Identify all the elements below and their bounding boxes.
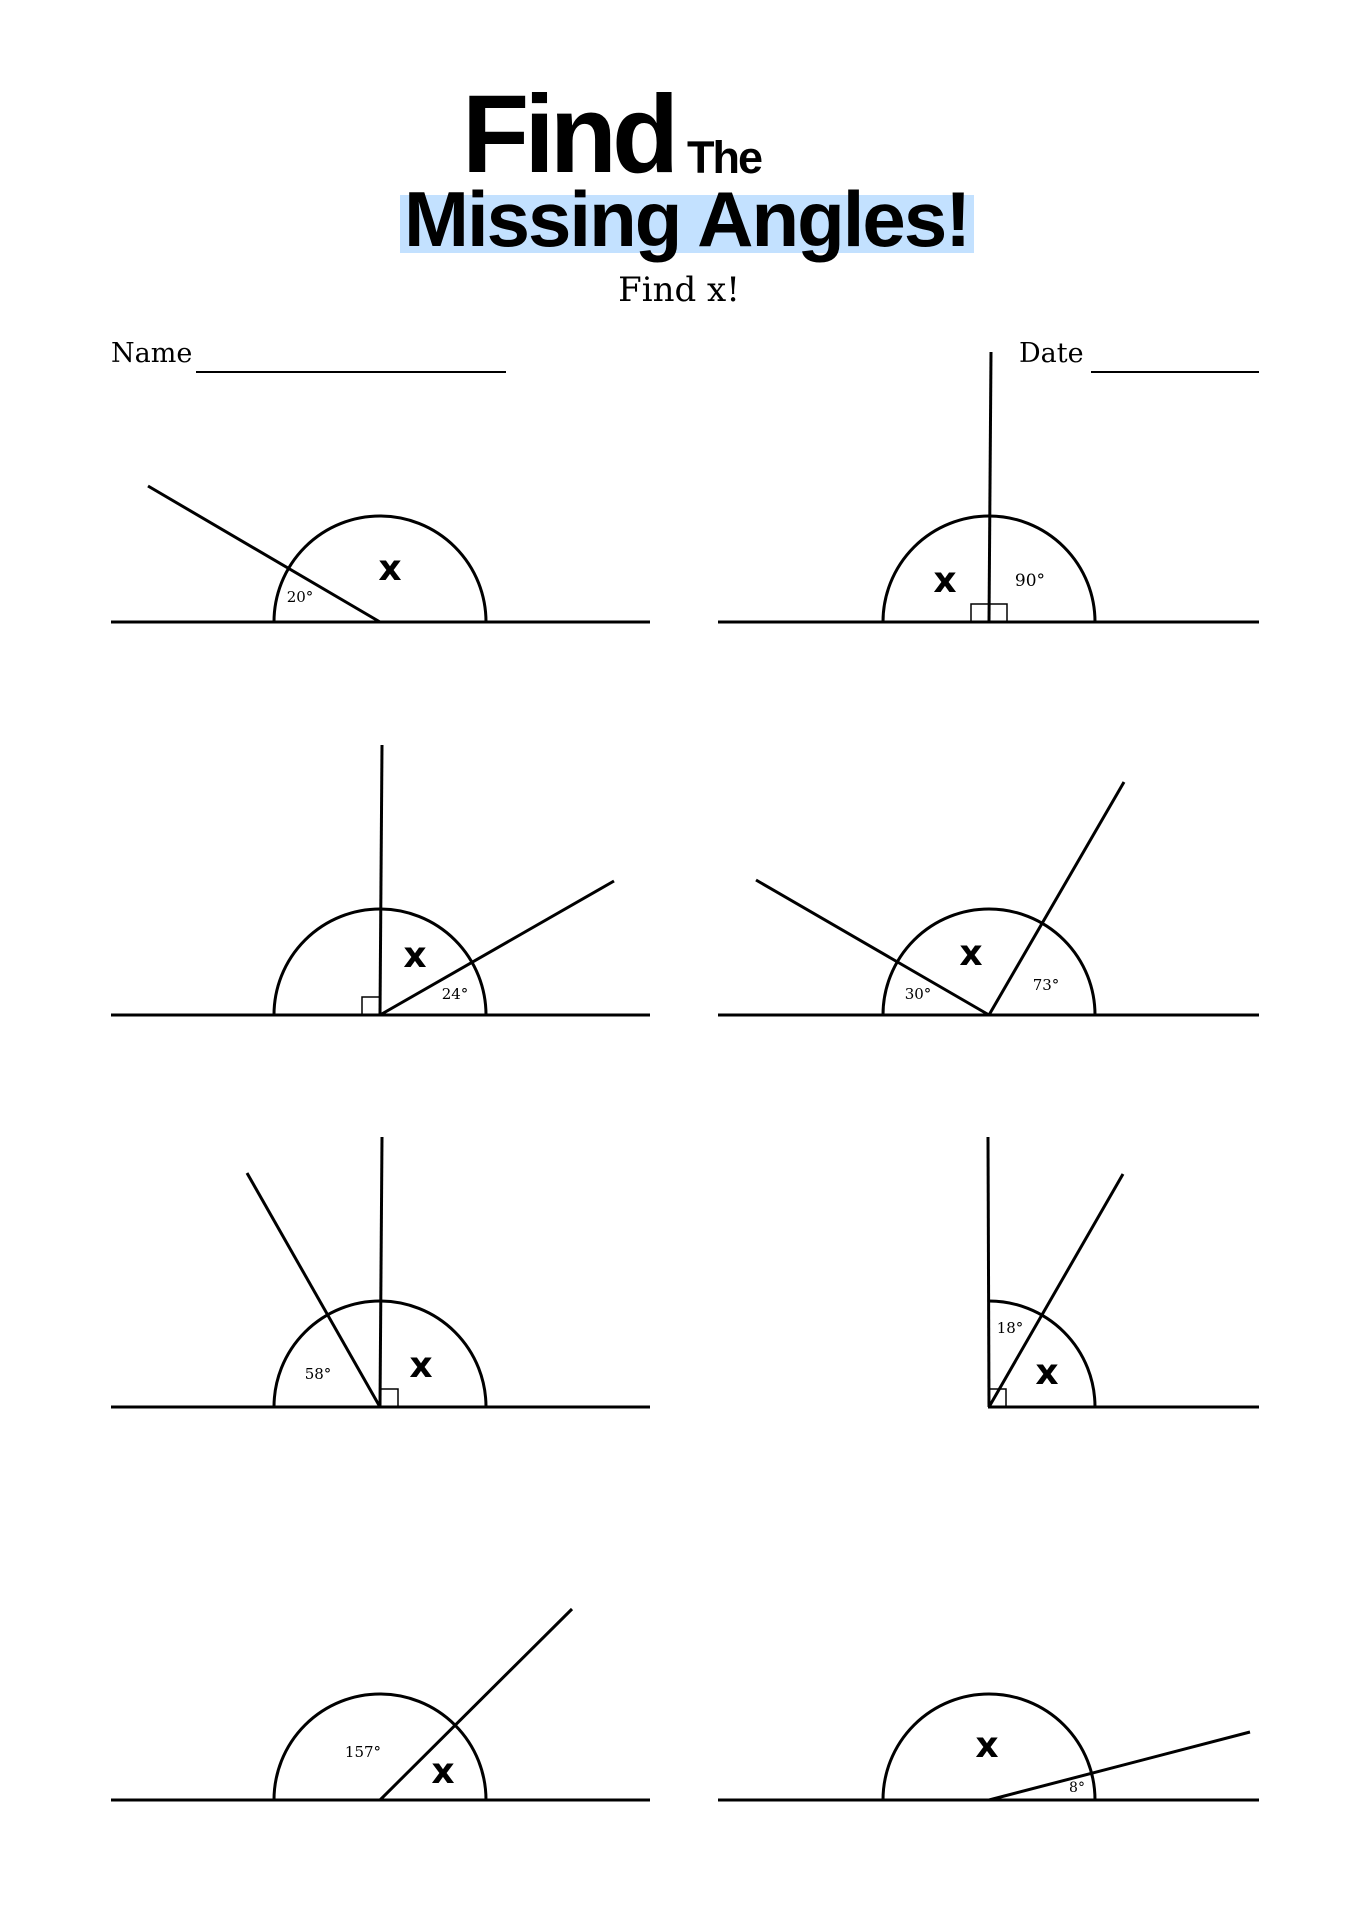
ray: [245, 1172, 382, 1408]
date-field[interactable]: [1091, 371, 1259, 373]
unknown-x-label: x: [409, 1345, 432, 1386]
right-angle-mark: [970, 603, 990, 623]
right-angle-mark: [361, 996, 381, 1016]
angle-label: 73°: [1033, 976, 1060, 994]
problem-4: 30° x 73°: [718, 781, 1259, 1017]
protractor-arc: [881, 907, 1097, 1016]
name-label: Name: [111, 338, 193, 369]
ray: [379, 879, 615, 1017]
title-find: Find: [462, 73, 679, 196]
ray: [147, 484, 381, 624]
problem-3: x 24°: [111, 744, 650, 1017]
unknown-x-label: x: [959, 933, 982, 974]
ray: [987, 1173, 1125, 1408]
problem-6: 18° x: [986, 1136, 1259, 1409]
problem-5: 58° x: [111, 1136, 650, 1409]
date-label: Date: [1019, 338, 1084, 369]
ray: [378, 1136, 384, 1408]
angle-label: 58°: [305, 1365, 332, 1383]
problem-2: x 90°: [718, 351, 1259, 624]
ray: [987, 351, 993, 623]
problem-8: x 8°: [718, 1692, 1259, 1802]
title-highlight: [400, 195, 974, 253]
problem-7: 157° x: [111, 1607, 650, 1802]
problem-1: 20° x: [111, 484, 650, 624]
protractor-arc: [272, 1692, 488, 1801]
ray: [987, 781, 1126, 1016]
protractor-arc: [881, 1692, 1097, 1801]
angle-label: 8°: [1069, 1780, 1085, 1796]
protractor-arc: [272, 514, 488, 623]
angle-label: 20°: [287, 588, 314, 606]
unknown-x-label: x: [1035, 1352, 1058, 1393]
ray: [378, 1607, 574, 1802]
right-angle-mark: [988, 1388, 1007, 1408]
unknown-x-label: x: [975, 1725, 998, 1766]
right-angle-mark: [988, 603, 1008, 623]
unknown-x-label: x: [431, 1751, 454, 1792]
protractor-arc: [988, 1299, 1097, 1408]
title-the: The: [687, 132, 763, 183]
page-subtitle: Find x!: [618, 270, 740, 310]
angle-label: 18°: [997, 1319, 1024, 1337]
angle-label: 157°: [345, 1743, 381, 1761]
name-field[interactable]: [196, 371, 506, 373]
unknown-x-label: x: [933, 560, 956, 601]
unknown-x-label: x: [378, 548, 401, 589]
right-angle-mark: [379, 1388, 399, 1408]
angle-label: 30°: [905, 985, 932, 1003]
ray: [378, 744, 384, 1016]
unknown-x-label: x: [403, 935, 426, 976]
angle-label: 24°: [442, 985, 469, 1003]
ray: [755, 878, 990, 1017]
title-missing-angles: Missing Angles!: [404, 175, 971, 263]
ray: [988, 1730, 1251, 1802]
angle-label: 90°: [1015, 571, 1045, 591]
ray: [986, 1136, 991, 1408]
